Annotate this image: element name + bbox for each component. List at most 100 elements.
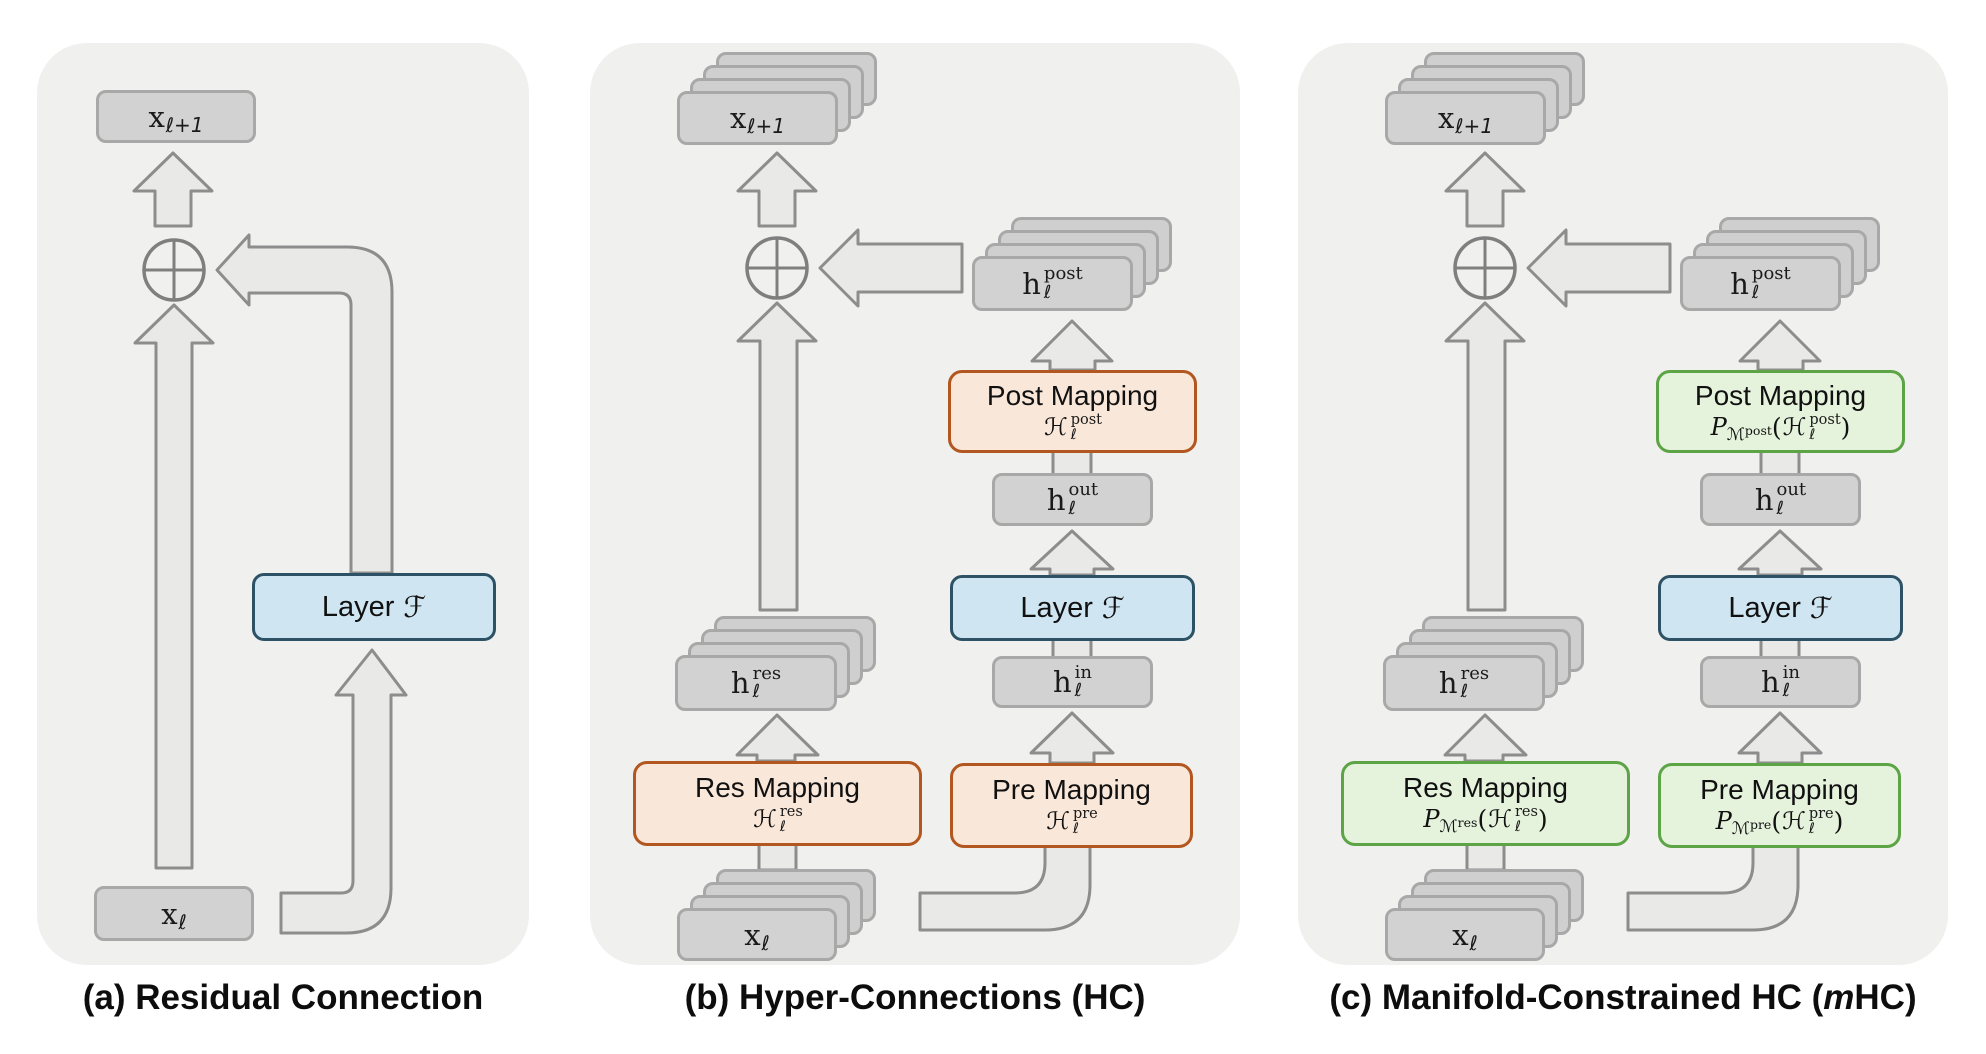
caption-a: (a) Residual Connection	[37, 978, 529, 1018]
residual-skip-arrow	[133, 303, 215, 870]
layer-label: Layer	[1728, 591, 1801, 624]
h-in-label: h	[1760, 665, 1780, 699]
h-sup: res	[1514, 803, 1538, 820]
add-node	[1453, 236, 1517, 300]
h-sub: ℓ	[1808, 820, 1815, 837]
manifold-sup: pre	[1749, 816, 1772, 832]
postmap-to-hpost-arrow	[1030, 319, 1114, 372]
h-res-label: h	[730, 666, 750, 700]
layer-f-symbol: ℱ	[1809, 591, 1833, 625]
h-sup: pre	[1808, 805, 1834, 822]
output-arrow	[1444, 151, 1526, 228]
caption-c-italic: m	[1823, 978, 1855, 1017]
paren-close: )	[1833, 806, 1844, 836]
paren-close: )	[1840, 412, 1851, 442]
h-sup: pre	[1072, 805, 1098, 822]
layer-to-hout-arrow	[1029, 529, 1115, 577]
manifold-sub: ℳres	[1439, 814, 1478, 837]
script-p: P	[1710, 413, 1727, 442]
script-m: ℳ	[1439, 816, 1458, 837]
script-m: ℳ	[1726, 424, 1745, 445]
manifold-sup: res	[1457, 814, 1478, 830]
h-sup: post	[1070, 411, 1102, 428]
caption-c-text: (c) Manifold-Constrained HC (	[1329, 978, 1824, 1017]
xl-to-premap-elbow	[1626, 821, 1800, 932]
h-in-sub: ℓ	[1782, 680, 1791, 701]
xl-to-premap-elbow	[918, 821, 1092, 932]
residual-shaft-arrow	[1444, 301, 1526, 612]
x-in-label: x	[161, 896, 178, 931]
h-out-label: h	[1046, 482, 1066, 517]
layer-output-elbow-arrow	[215, 233, 394, 575]
hpost-to-add-arrow	[1526, 228, 1672, 308]
x-next-sub: ℓ+1	[747, 114, 786, 138]
output-arrow	[736, 151, 818, 228]
layer-f-symbol: ℱ	[403, 590, 427, 624]
script-p: P	[1423, 805, 1440, 834]
premap-to-hin-arrow	[1737, 711, 1823, 765]
h-sub: ℓ	[1070, 426, 1077, 443]
postmap-hout-stub	[1051, 449, 1093, 479]
output-arrow	[132, 151, 214, 228]
res-mapping-label: Res Mapping	[1403, 771, 1568, 803]
script-h: ℋ	[1488, 805, 1512, 834]
h-res-sup: res	[1460, 662, 1490, 684]
h-res-sub: ℓ	[1460, 681, 1469, 702]
paren-open: (	[1771, 412, 1782, 442]
pre-mapping-label: Pre Mapping	[992, 773, 1151, 805]
x-in-sub: ℓ	[178, 909, 187, 934]
resmap-to-hres-arrow	[735, 713, 820, 763]
x-next-label: x	[148, 99, 165, 134]
h-post-sup: post	[1043, 263, 1083, 285]
x-next-sub: ℓ+1	[1455, 114, 1494, 138]
h-out-sub: ℓ	[1068, 497, 1076, 519]
layer-label: Layer	[321, 590, 395, 623]
post-mapping-label: Post Mapping	[1694, 379, 1867, 411]
connectors-c	[1443, 151, 1823, 932]
res-mapping-label: Res Mapping	[695, 771, 860, 803]
x-in-sub: ℓ	[1469, 930, 1478, 955]
paren-open: (	[1771, 806, 1782, 836]
h-in-sup: in	[1074, 661, 1093, 683]
caption-c: (c) Manifold-Constrained HC (mHC)	[1298, 978, 1948, 1018]
layer-to-hout-arrow	[1737, 529, 1823, 577]
script-h: ℋ	[1782, 807, 1806, 836]
resmap-xl-stub	[757, 842, 798, 872]
script-h: ℋ	[1046, 807, 1070, 836]
caption-c-rest: HC)	[1854, 978, 1917, 1017]
add-node	[745, 236, 809, 300]
x-in-label: x	[1452, 917, 1469, 952]
